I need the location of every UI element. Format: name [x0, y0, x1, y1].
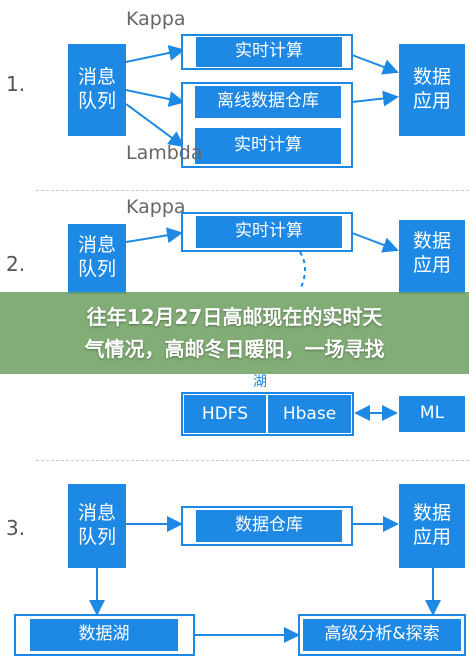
headline-line-2: 气情况，高邮冬日暖阳，一场寻找 — [84, 337, 385, 361]
section-2-top-label: Kappa — [126, 196, 186, 218]
section-3-analysis-box: 高级分析&探索 — [303, 619, 461, 651]
section-1-source-box: 消息 队列 — [68, 44, 126, 136]
section-2-number: 2. — [6, 252, 26, 276]
section-3-number: 3. — [6, 516, 26, 540]
section-1-number: 1. — [6, 72, 26, 96]
section-1-middle-box-3: 实时计算 — [195, 128, 341, 164]
section-1-arrows — [125, 45, 399, 148]
section-3-target-box: 数据 应用 — [399, 484, 465, 568]
section-2-source-box: 消息 队列 — [68, 224, 126, 294]
section-3-arrows — [89, 516, 441, 643]
section-2-middle-box-1: 实时计算 — [196, 216, 342, 248]
section-1-target-box: 数据 应用 — [399, 44, 465, 136]
section-2-ml-box: ML — [399, 396, 465, 432]
section-3-lake-box: 数据湖 — [30, 619, 178, 651]
headline-line-1: 往年12月27日高邮现在的实时天 — [86, 305, 383, 329]
section-1-middle-box-2: 离线数据仓库 — [195, 86, 341, 118]
section-2-storage-hbase: Hbase — [268, 395, 351, 433]
section-2-arrows — [125, 227, 399, 421]
headline-banner: 往年12月27日高邮现在的实时天 气情况，高邮冬日暖阳，一场寻找 — [0, 292, 469, 374]
section-3-source-box: 消息 队列 — [68, 484, 126, 568]
section-2-hidden-fragment: 湖 — [253, 374, 267, 390]
section-2-storage-hdfs: HDFS — [184, 395, 266, 433]
section-1-middle-box-1: 实时计算 — [196, 37, 342, 67]
divider-2 — [36, 460, 469, 461]
section-1-top-label: Kappa — [126, 8, 186, 30]
divider-1 — [36, 190, 469, 191]
section-2-target-box: 数据 应用 — [399, 220, 465, 294]
section-1-bottom-label: Lambda — [126, 142, 203, 164]
section-3-middle-box-1: 数据仓库 — [196, 510, 342, 542]
